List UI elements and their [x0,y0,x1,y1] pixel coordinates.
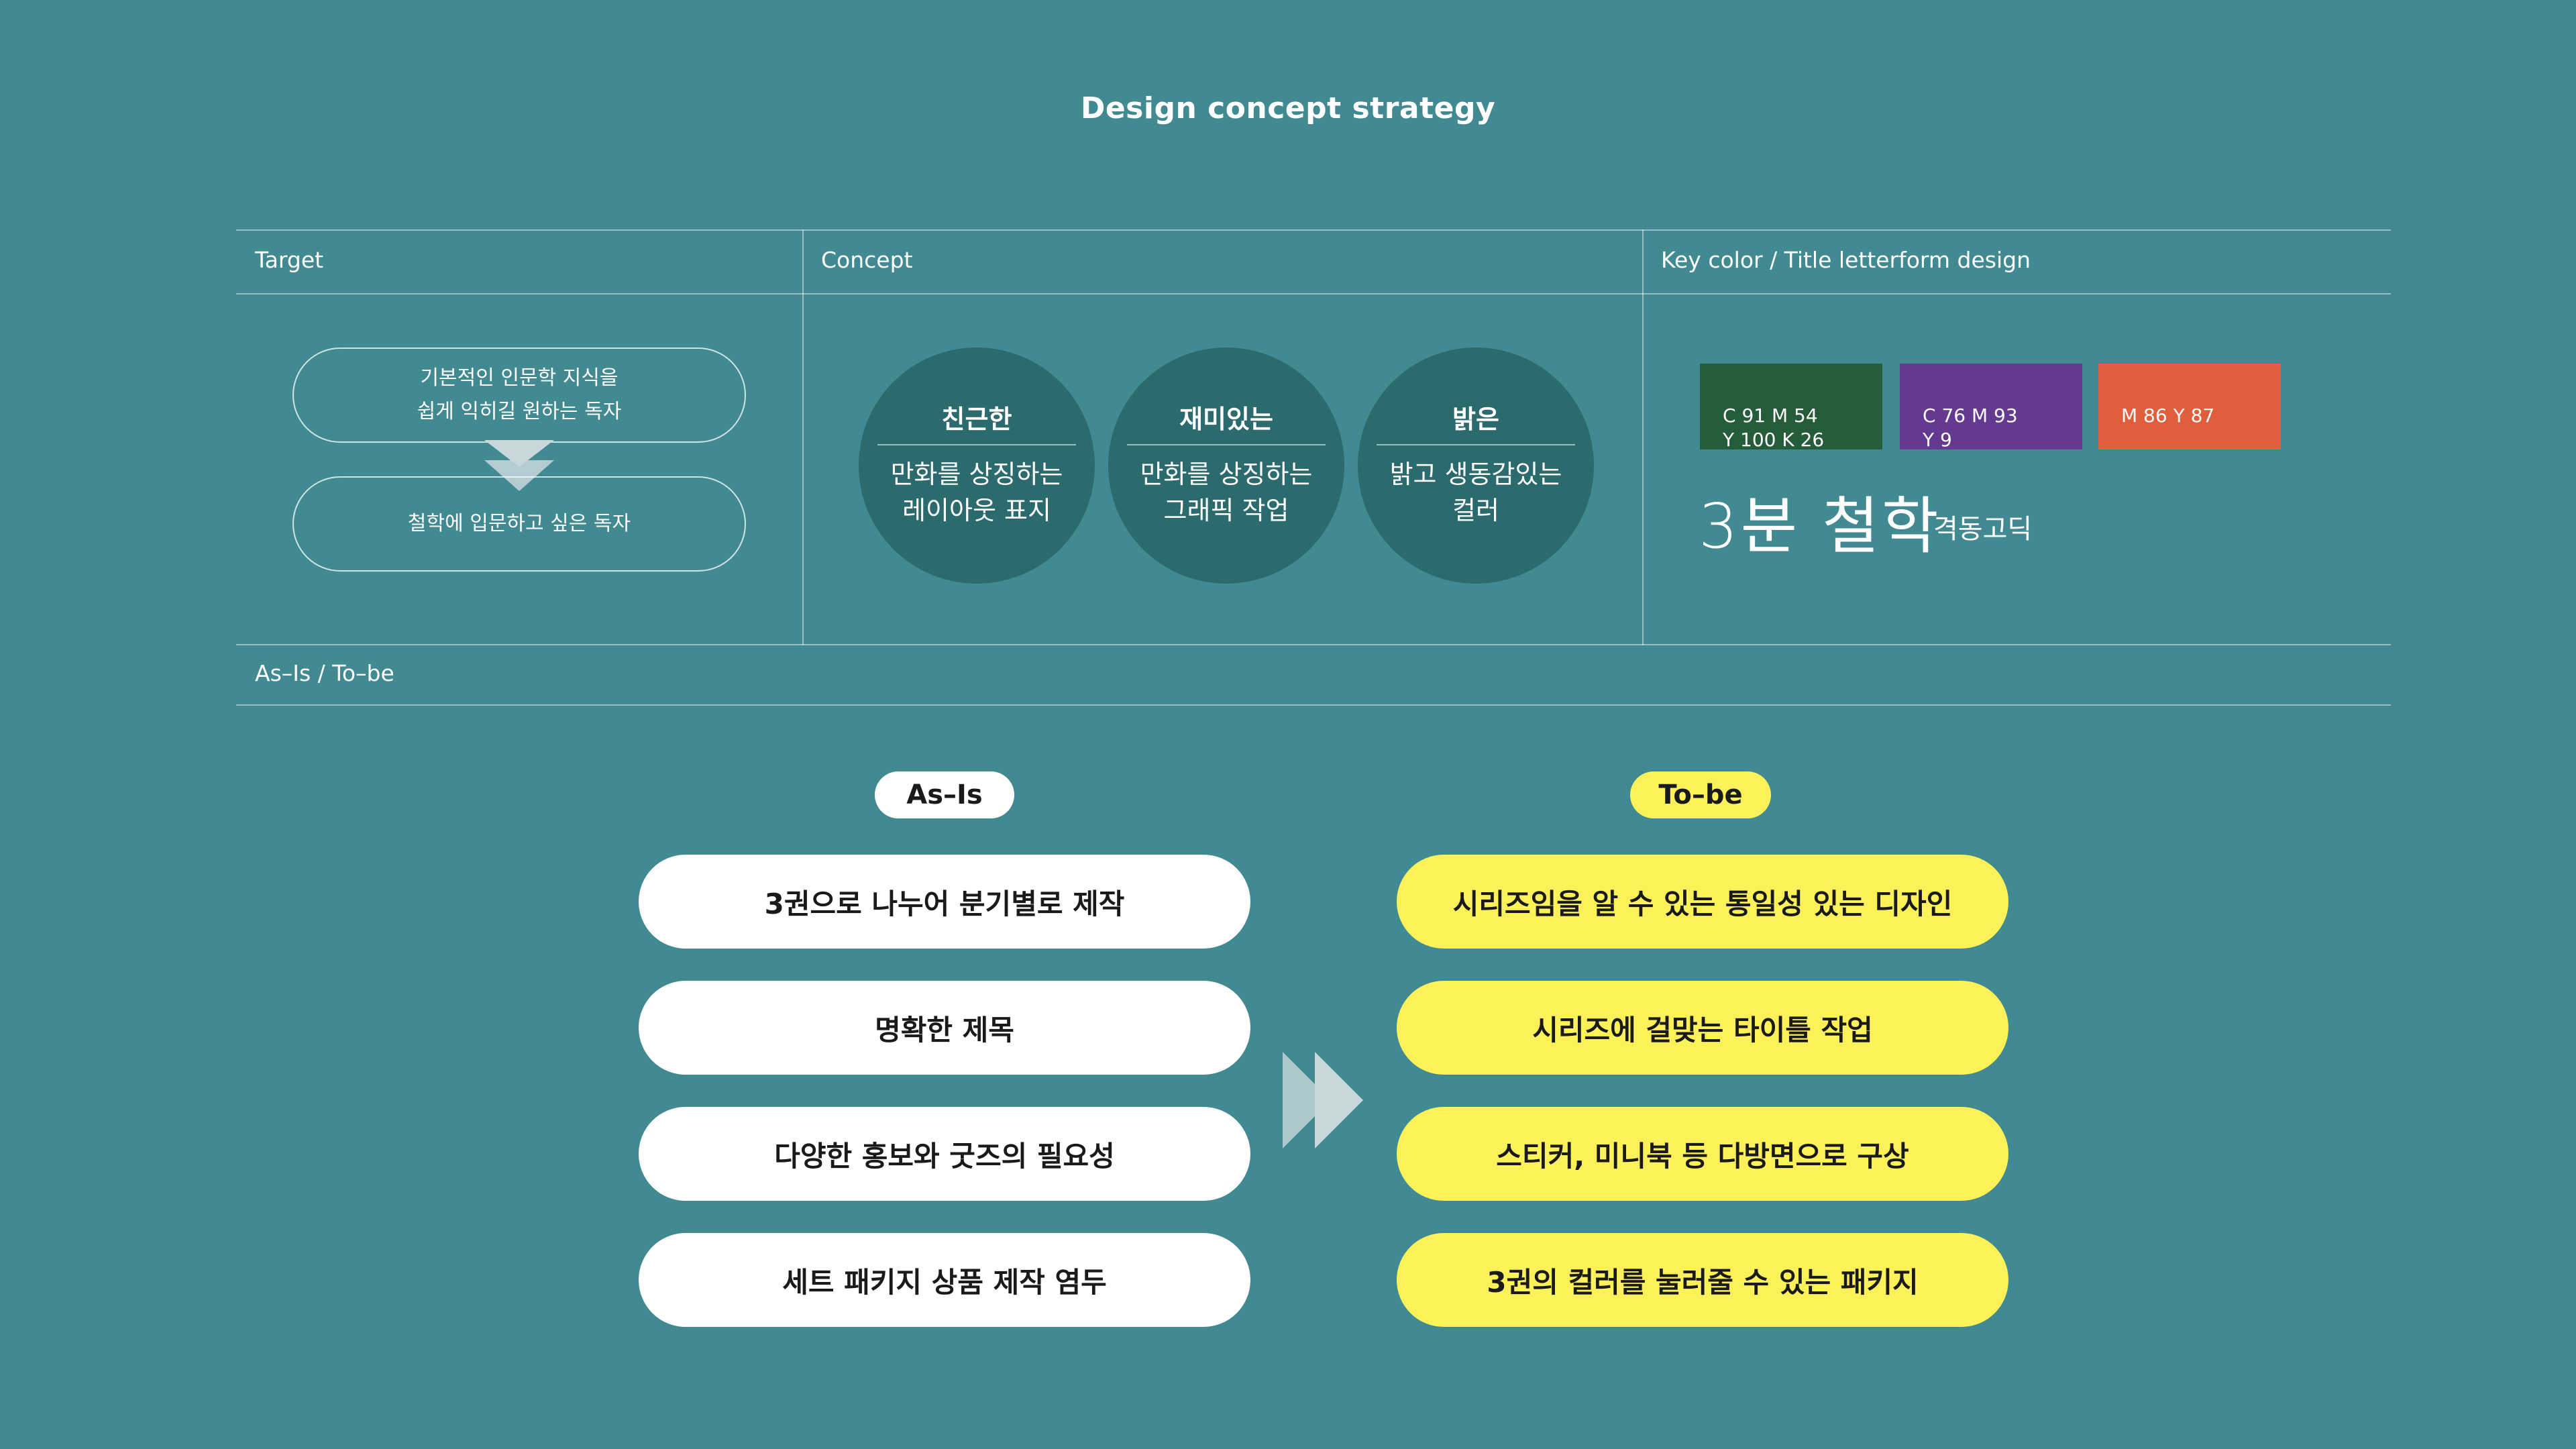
concept-desc: 만화를 상징하는 레이아웃 표지 [890,460,1063,525]
asis-item: 명확한 제목 [639,981,1250,1075]
asis-item: 3권으로 나누어 분기별로 제작 [639,855,1250,949]
swatch-label: C 76 M 93 Y 9 [1923,405,2018,451]
font-name: 격동고딕 [1933,514,2033,545]
color-swatch: M 86 Y 87 [2098,364,2281,449]
chevron-down-icon [484,440,554,491]
circle-divider [1127,444,1326,445]
page-title: Design concept strategy [1080,91,1496,125]
divider [236,229,2391,231]
divider [236,293,2391,294]
concept-circle: 친근한 만화를 상징하는 레이아웃 표지 [859,347,1095,584]
section-label-keycolor: Key color / Title letterform design [1661,247,2031,273]
concept-desc: 만화를 상징하는 그래픽 작업 [1140,460,1313,525]
concept-circle: 재미있는 만화를 상징하는 그래픽 작업 [1108,347,1344,584]
tobe-tag: To–be [1630,771,1771,818]
circle-divider [877,444,1076,445]
tobe-item: 시리즈에 걸맞는 타이틀 작업 [1397,981,2008,1075]
concept-title: 친근한 [941,405,1012,434]
tobe-item: 시리즈임을 알 수 있는 통일성 있는 디자인 [1397,855,2008,949]
target-text: 철학에 입문하고 싶은 독자 [407,512,631,535]
target-pill: 철학에 입문하고 싶은 독자 [292,476,746,572]
column-divider [1642,229,1644,645]
section-label-asis-tobe: As–Is / To–be [255,660,394,686]
concept-circle: 밝은 밝고 생동감있는 컬러 [1358,347,1594,584]
color-swatch: C 91 M 54 Y 100 K 26 [1700,364,1882,451]
swatch-label: M 86 Y 87 [2121,405,2215,427]
asis-item: 세트 패키지 상품 제작 염두 [639,1233,1250,1327]
color-swatch: C 76 M 93 Y 9 [1900,364,2082,451]
section-label-target: Target [255,247,324,273]
asis-tag: As–Is [875,771,1014,818]
tobe-item: 3권의 컬러를 눌러줄 수 있는 패키지 [1397,1233,2008,1327]
tobe-item: 스티커, 미니북 등 다방면으로 구상 [1397,1107,2008,1201]
concept-desc: 밝고 생동감있는 컬러 [1389,460,1562,525]
double-chevron-right-icon [1283,1052,1363,1148]
column-divider [802,229,804,645]
asis-item: 다양한 홍보와 굿즈의 필요성 [639,1107,1250,1201]
section-label-concept: Concept [821,247,913,273]
target-text: 기본적인 인문학 지식을 쉽게 익히길 원하는 독자 [417,366,622,423]
concept-title: 밝은 [1452,405,1499,434]
divider [236,644,2391,645]
swatch-label: C 91 M 54 Y 100 K 26 [1723,405,1825,451]
divider [236,704,2391,706]
title-letterform-sample: 3분 철학 [1699,490,1941,562]
target-pill: 기본적인 인문학 지식을 쉽게 익히길 원하는 독자 [292,347,746,443]
concept-title: 재미있는 [1179,405,1273,434]
circle-divider [1377,444,1575,445]
